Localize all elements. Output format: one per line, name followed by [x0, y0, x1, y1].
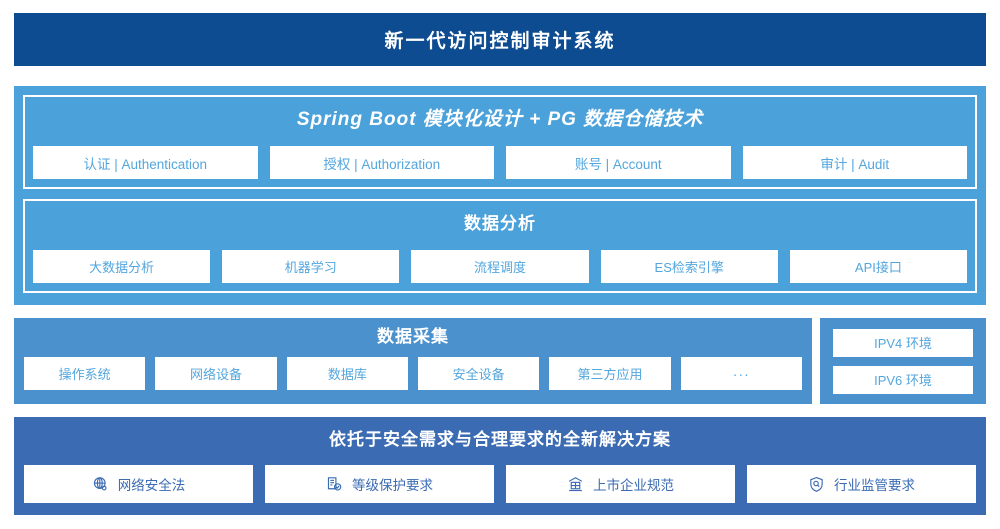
collection-card-security-device[interactable]: 安全设备	[417, 357, 540, 390]
platform-card-account[interactable]: 账号 | Account	[506, 146, 731, 179]
globe-icon	[92, 476, 109, 493]
analysis-card-row: 大数据分析 机器学习 流程调度 ES检索引擎 API接口	[25, 250, 975, 283]
platform-card-row: 认证 | Authentication 授权 | Authorization 账…	[25, 146, 975, 179]
document-check-icon	[326, 476, 343, 493]
shield-search-icon	[808, 476, 825, 493]
solution-card-listed-company[interactable]: 上市企业规范	[506, 465, 735, 503]
page-title-bar: 新一代访问控制审计系统	[14, 13, 986, 66]
solution-card-grade-protection[interactable]: 等级保护要求	[265, 465, 494, 503]
environment-card-ipv6[interactable]: IPV6 环境	[833, 365, 973, 394]
analysis-group-title: 数据分析	[464, 214, 536, 233]
collection-card-more[interactable]: ···	[680, 357, 802, 390]
analysis-card-process-scheduling[interactable]: 流程调度	[411, 250, 589, 283]
collection-card-third-party-app[interactable]: 第三方应用	[549, 357, 671, 390]
platform-card-authorization[interactable]: 授权 | Authorization	[269, 146, 494, 179]
page-title: 新一代访问控制审计系统	[384, 31, 616, 52]
analysis-card-bigdata[interactable]: 大数据分析	[33, 250, 211, 283]
environment-panel: IPV4 环境 IPV6 环境	[820, 318, 986, 404]
solution-card-cybersecurity-law[interactable]: 网络安全法	[24, 465, 253, 503]
solution-panel-title: 依托于安全需求与合理要求的全新解决方案	[329, 430, 671, 449]
collection-card-database[interactable]: 数据库	[286, 357, 408, 390]
collection-card-network-device[interactable]: 网络设备	[155, 357, 277, 390]
analysis-group: 数据分析 大数据分析 机器学习 流程调度 ES检索引擎 API接口	[23, 199, 977, 293]
solution-panel: 依托于安全需求与合理要求的全新解决方案 网络安全法	[14, 417, 986, 515]
solution-label-cybersecurity-law: 网络安全法	[117, 478, 186, 493]
platform-card-audit[interactable]: 审计 | Audit	[742, 146, 967, 179]
solution-card-industry-regulation[interactable]: 行业监管要求	[747, 465, 976, 503]
collection-card-operating-system[interactable]: 操作系统	[24, 357, 146, 390]
data-collection-title: 数据采集	[377, 327, 449, 346]
solution-label-industry-regulation: 行业监管要求	[834, 478, 915, 493]
analysis-card-es-search-engine[interactable]: ES检索引擎	[600, 250, 778, 283]
bank-icon	[567, 476, 584, 493]
data-collection-card-row: 操作系统 网络设备 数据库 安全设备 第三方应用 ···	[14, 357, 812, 390]
environment-card-ipv4[interactable]: IPV4 环境	[833, 328, 973, 357]
data-collection-panel: 数据采集 操作系统 网络设备 数据库 安全设备 第三方应用 ···	[14, 318, 812, 404]
platform-group-title: Spring Boot 模块化设计 + PG 数据仓储技术	[296, 109, 704, 130]
platform-group: Spring Boot 模块化设计 + PG 数据仓储技术 认证 | Authe…	[23, 95, 977, 189]
solution-card-row: 网络安全法 等级保护要求	[14, 465, 986, 503]
analysis-card-machine-learning[interactable]: 机器学习	[222, 250, 400, 283]
solution-label-grade-protection: 等级保护要求	[352, 478, 433, 493]
platform-stack-panel: Spring Boot 模块化设计 + PG 数据仓储技术 认证 | Authe…	[14, 86, 986, 305]
analysis-card-api[interactable]: API接口	[789, 250, 968, 283]
solution-label-listed-company: 上市企业规范	[593, 478, 674, 493]
platform-card-authentication[interactable]: 认证 | Authentication	[33, 146, 258, 179]
